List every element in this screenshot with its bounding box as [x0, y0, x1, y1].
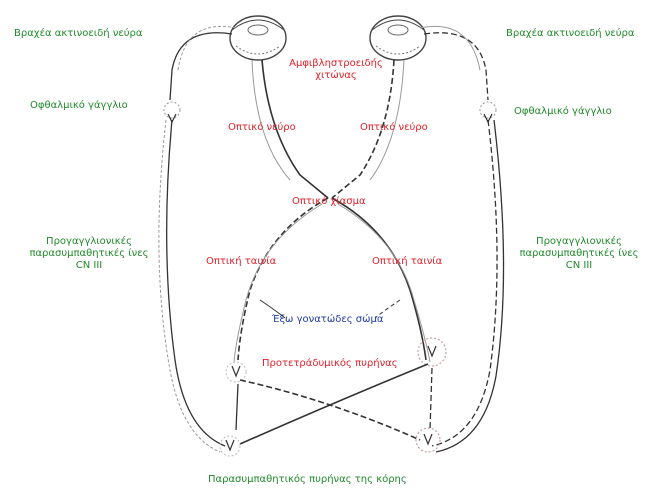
label-optic-tract-left: Οπτική ταινία: [206, 256, 276, 268]
label-pretectal-nucleus: Προτετράδυμικός πυρήνας: [262, 358, 398, 370]
label-ciliary-ganglion-right: Οφθαλμικό γάγγλιο: [514, 106, 612, 118]
label-short-ciliary-left: Βραχέα ακτινοειδή νεύρα: [14, 28, 143, 40]
label-retina: Αμφιβληστροειδής χιτώνας: [284, 58, 388, 82]
label-optic-chiasm: Οπτικό χίασμα: [292, 196, 366, 208]
label-lateral-geniculate: Έξω γονατώδες σώμα: [272, 314, 383, 326]
label-short-ciliary-right: Βραχέα ακτινοειδή νεύρα: [506, 28, 635, 40]
label-optic-tract-right: Οπτική ταινία: [372, 256, 442, 268]
label-preganglionic-left-line3: CN III: [14, 260, 164, 272]
parasympathetic-nuclei: [220, 428, 440, 456]
label-preganglionic-left-line2: παρασυμπαθητικές ίνες: [14, 248, 164, 260]
label-preganglionic-left: Προγαγγλιονικές παρασυμπαθητικές ίνες CN…: [14, 236, 164, 272]
right-eye: [370, 16, 426, 60]
pretectal-to-nucleus-fibers: [236, 364, 432, 444]
right-efferent-loop: [420, 26, 504, 452]
label-preganglionic-right: Προγαγγλιονικές παρασυμπαθητικές ίνες CN…: [504, 236, 654, 272]
optic-tracts: [234, 198, 430, 362]
label-preganglionic-left-line1: Προγαγγλιονικές: [14, 236, 164, 248]
label-ciliary-ganglion-left: Οφθαλμικό γάγγλιο: [30, 100, 128, 112]
label-optic-nerve-left: Οπτικό νεύρο: [228, 122, 296, 134]
label-preganglionic-right-line2: παρασυμπαθητικές ίνες: [504, 248, 654, 260]
label-parasympathetic-nucleus: Παρασυμπαθητικός πυρήνας της κόρης: [208, 474, 407, 486]
label-retina-line2: χιτώνας: [284, 70, 388, 82]
label-retina-line1: Αμφιβληστροειδής: [284, 58, 388, 70]
left-eye: [230, 16, 286, 60]
label-preganglionic-right-line1: Προγαγγλιονικές: [504, 236, 654, 248]
label-optic-nerve-right: Οπτικό νεύρο: [360, 122, 428, 134]
label-preganglionic-right-line3: CN III: [504, 260, 654, 272]
left-efferent-loop: [159, 26, 236, 452]
